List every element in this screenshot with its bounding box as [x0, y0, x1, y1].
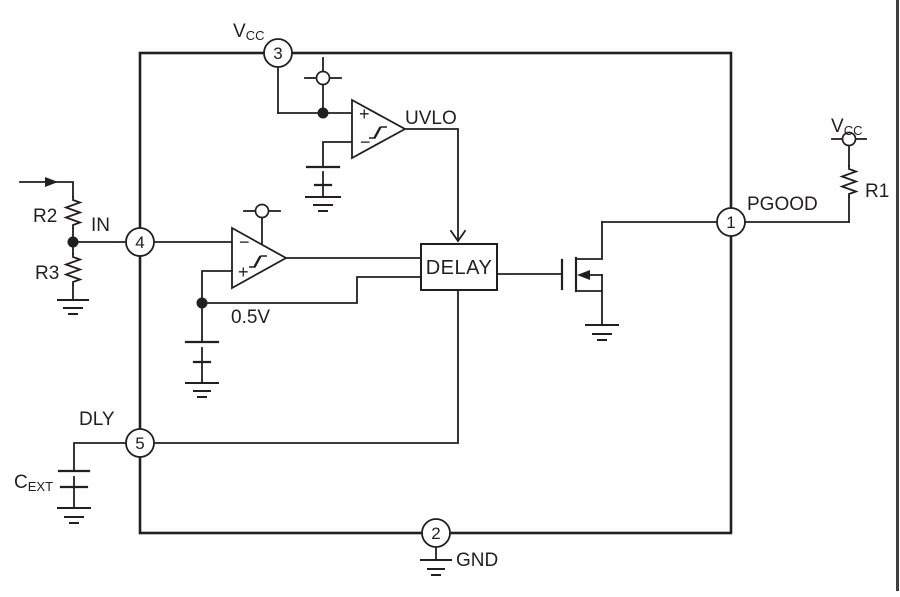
mosfet-drain-wire	[575, 221, 603, 260]
wire-uvlo-to-delay	[404, 128, 459, 241]
reference-terminal-icon	[243, 203, 281, 246]
in-label: IN	[91, 215, 110, 236]
pin-3-number: 3	[273, 44, 282, 63]
uvlo-label: UVLO	[405, 108, 457, 129]
uvlo-plus-sign: +	[359, 104, 370, 124]
input-wire	[19, 181, 74, 198]
wire-uvlo-minus	[322, 141, 353, 167]
ground-icon	[57, 299, 89, 315]
resistor-r2	[63, 196, 83, 229]
pin-1-circle	[716, 207, 746, 237]
pgood-label: PGOOD	[747, 194, 818, 215]
vcc-right-label: VCC	[831, 116, 862, 138]
reference-terminal-icon	[304, 57, 342, 114]
wire-vref-to-delay	[201, 276, 422, 304]
r2-label: R2	[33, 206, 57, 227]
pin-4: 4	[125, 227, 155, 257]
mosfet-arrow-icon	[577, 270, 590, 280]
pin-5: 5	[125, 428, 155, 458]
pin-5-number: 5	[135, 434, 144, 453]
dly-label: DLY	[79, 409, 115, 430]
down-arrowhead-icon	[449, 229, 467, 243]
pin-4-circle	[125, 227, 155, 257]
wire-plus-input	[201, 270, 233, 304]
delay-label: DELAY	[426, 257, 493, 279]
uvlo-section: + −	[277, 52, 467, 243]
mosfet	[560, 221, 619, 341]
pin-3: 3	[263, 38, 293, 68]
input-arrow-icon	[45, 177, 58, 187]
comparator-minus-sign: −	[239, 232, 250, 252]
hysteresis-icon	[369, 126, 387, 139]
cext-label: CEXT	[14, 472, 53, 494]
uvlo-minus-sign: −	[360, 132, 371, 152]
vref-battery-icon	[184, 340, 220, 384]
ground-icon	[185, 382, 219, 398]
wire-dly-external	[73, 442, 141, 471]
comparator-plus-sign: +	[238, 262, 249, 282]
resistor-r1	[839, 165, 859, 198]
gnd-label: GND	[456, 550, 498, 571]
pin-2-number: 2	[431, 524, 440, 543]
vcc-top-label: VCC	[233, 21, 264, 43]
vref-label: 0.5V	[231, 307, 270, 328]
junction-dot	[67, 236, 79, 248]
r1-label: R1	[865, 181, 889, 202]
uvlo-reference-battery-icon	[305, 165, 341, 198]
wire-delay-to-dly-pin	[153, 289, 459, 444]
pin-4-number: 4	[135, 233, 144, 252]
hysteresis-icon	[249, 255, 267, 268]
cext-network	[57, 442, 141, 524]
r3-label: R3	[35, 263, 59, 284]
mosfet-source-wire	[575, 290, 603, 326]
capacitor-cext-icon	[57, 469, 91, 509]
ground-icon	[57, 507, 91, 524]
pin-3-circle	[263, 38, 293, 68]
pin-5-circle	[125, 428, 155, 458]
pin-2: 2	[421, 518, 451, 548]
pin-2-circle	[421, 518, 451, 548]
main-comparator-section: − +	[184, 203, 422, 398]
junction-dot	[317, 107, 329, 119]
pin-1-number: 1	[726, 213, 735, 232]
delay-block: DELAY	[420, 243, 498, 291]
ground-icon	[585, 324, 619, 341]
ground-icon	[420, 559, 452, 576]
ground-icon	[305, 196, 341, 212]
pin-1: 1	[716, 207, 746, 237]
pullup-network	[831, 131, 867, 223]
resistor-r3	[63, 253, 83, 286]
